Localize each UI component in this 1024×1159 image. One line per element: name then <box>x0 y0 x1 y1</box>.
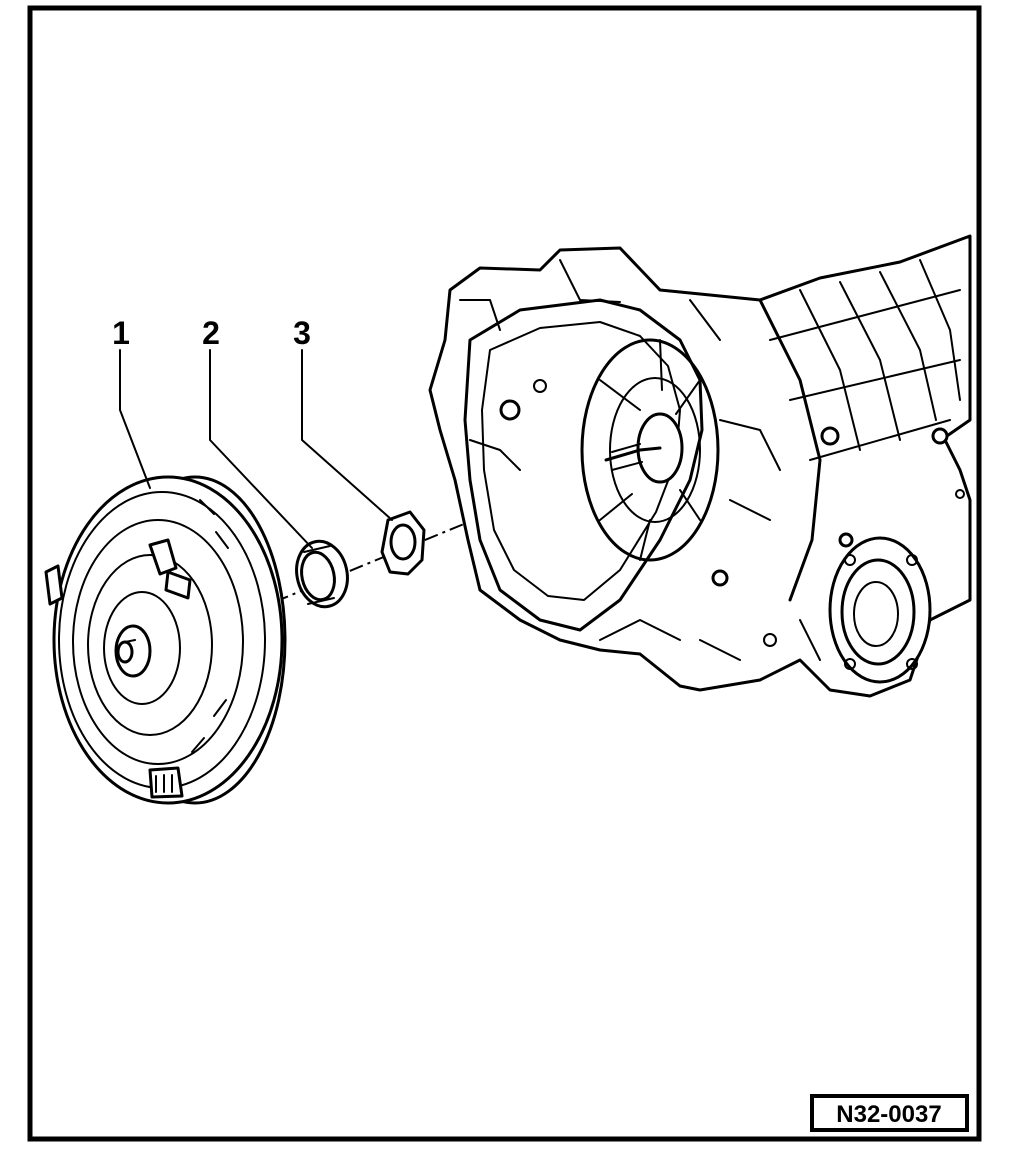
o-ring-part <box>380 510 426 576</box>
torque-converter-part <box>44 475 287 805</box>
reference-code-box: N32-0037 <box>810 1094 969 1132</box>
callout-1-label: 1 <box>112 315 130 351</box>
leader-line-3 <box>301 349 393 521</box>
reference-code-text: N32-0037 <box>836 1101 941 1128</box>
callout-2-label: 2 <box>202 315 220 351</box>
seal-ring-part <box>295 539 349 609</box>
callout-3-label: 3 <box>293 315 311 351</box>
leader-line-2 <box>209 349 313 549</box>
gearbox-housing-part <box>428 234 972 698</box>
leader-line-1 <box>119 349 151 489</box>
